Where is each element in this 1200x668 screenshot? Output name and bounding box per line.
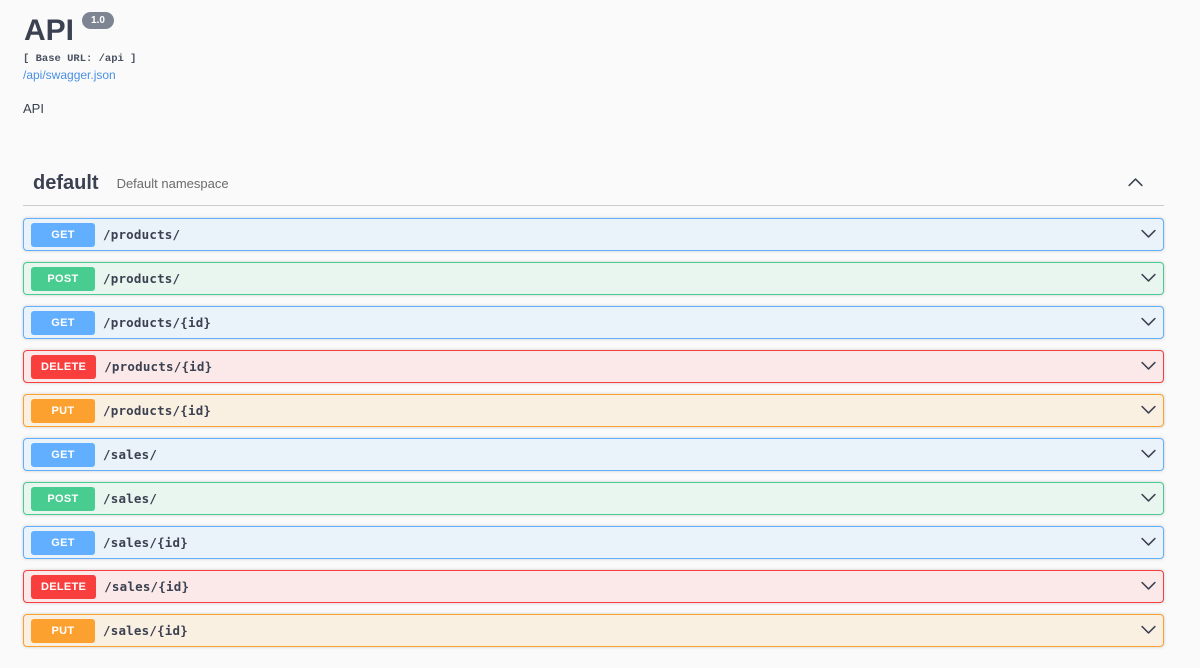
endpoint-path: /sales/: [103, 447, 158, 462]
expand-endpoint-button[interactable]: [1140, 445, 1157, 465]
tag-header-default[interactable]: default Default namespace: [23, 162, 1164, 206]
tag-name: default: [33, 172, 99, 194]
endpoint-list: GET /products/ POST /products/ GET /prod…: [23, 206, 1164, 647]
chevron-down-icon: [1140, 401, 1157, 421]
api-info-section: API 1.0 [ Base URL: /api ] /api/swagger.…: [0, 0, 1200, 116]
expand-endpoint-button[interactable]: [1140, 313, 1157, 333]
chevron-down-icon: [1140, 225, 1157, 245]
endpoint-row[interactable]: POST /products/: [23, 262, 1164, 295]
endpoint-path: /products/{id}: [103, 403, 212, 418]
method-badge: POST: [31, 266, 95, 291]
method-badge: GET: [31, 442, 95, 467]
expand-endpoint-button[interactable]: [1140, 533, 1157, 553]
base-url-label: [ Base URL: /api ]: [23, 53, 137, 65]
endpoint-path: /sales/{id}: [103, 535, 188, 550]
version-badge: 1.0: [82, 12, 114, 29]
method-badge: GET: [31, 222, 95, 247]
method-badge: GET: [31, 530, 95, 555]
expand-endpoint-button[interactable]: [1140, 621, 1157, 641]
method-badge: DELETE: [31, 574, 97, 599]
chevron-down-icon: [1140, 357, 1157, 377]
endpoint-path: /sales/{id}: [103, 623, 188, 638]
chevron-down-icon: [1140, 533, 1157, 553]
chevron-down-icon: [1140, 445, 1157, 465]
endpoint-path: /sales/: [103, 491, 158, 506]
collapse-section-button[interactable]: [1127, 174, 1144, 194]
method-badge: DELETE: [31, 354, 97, 379]
expand-endpoint-button[interactable]: [1140, 269, 1157, 289]
method-badge: PUT: [31, 398, 95, 423]
endpoint-path: /products/: [103, 271, 181, 286]
expand-endpoint-button[interactable]: [1140, 577, 1157, 597]
chevron-up-icon: [1127, 174, 1144, 194]
expand-endpoint-button[interactable]: [1140, 357, 1157, 377]
page-title: API: [24, 14, 75, 47]
expand-endpoint-button[interactable]: [1140, 401, 1157, 421]
chevron-down-icon: [1140, 269, 1157, 289]
chevron-down-icon: [1140, 621, 1157, 641]
endpoint-row[interactable]: POST /sales/: [23, 482, 1164, 515]
chevron-down-icon: [1140, 313, 1157, 333]
endpoint-path: /sales/{id}: [104, 579, 190, 594]
endpoint-row[interactable]: GET /sales/{id}: [23, 526, 1164, 559]
endpoint-row[interactable]: DELETE /sales/{id}: [23, 570, 1164, 603]
expand-endpoint-button[interactable]: [1140, 225, 1157, 245]
endpoint-path: /products/{id}: [104, 359, 213, 374]
endpoint-path: /products/{id}: [103, 315, 212, 330]
swagger-json-link[interactable]: /api/swagger.json: [23, 68, 116, 82]
chevron-down-icon: [1140, 577, 1157, 597]
endpoint-row[interactable]: GET /products/{id}: [23, 306, 1164, 339]
endpoint-row[interactable]: PUT /products/{id}: [23, 394, 1164, 427]
expand-endpoint-button[interactable]: [1140, 489, 1157, 509]
method-badge: GET: [31, 310, 95, 335]
endpoint-row[interactable]: PUT /sales/{id}: [23, 614, 1164, 647]
endpoint-row[interactable]: GET /sales/: [23, 438, 1164, 471]
tag-section-default: default Default namespace GET /products/…: [23, 162, 1164, 647]
tag-description: Default namespace: [116, 176, 229, 191]
endpoint-row[interactable]: GET /products/: [23, 218, 1164, 251]
chevron-down-icon: [1140, 489, 1157, 509]
method-badge: POST: [31, 486, 95, 511]
method-badge: PUT: [31, 618, 95, 643]
endpoint-row[interactable]: DELETE /products/{id}: [23, 350, 1164, 383]
endpoint-path: /products/: [103, 227, 181, 242]
page-title-row: API 1.0: [24, 12, 1164, 48]
api-description: API: [23, 101, 44, 116]
